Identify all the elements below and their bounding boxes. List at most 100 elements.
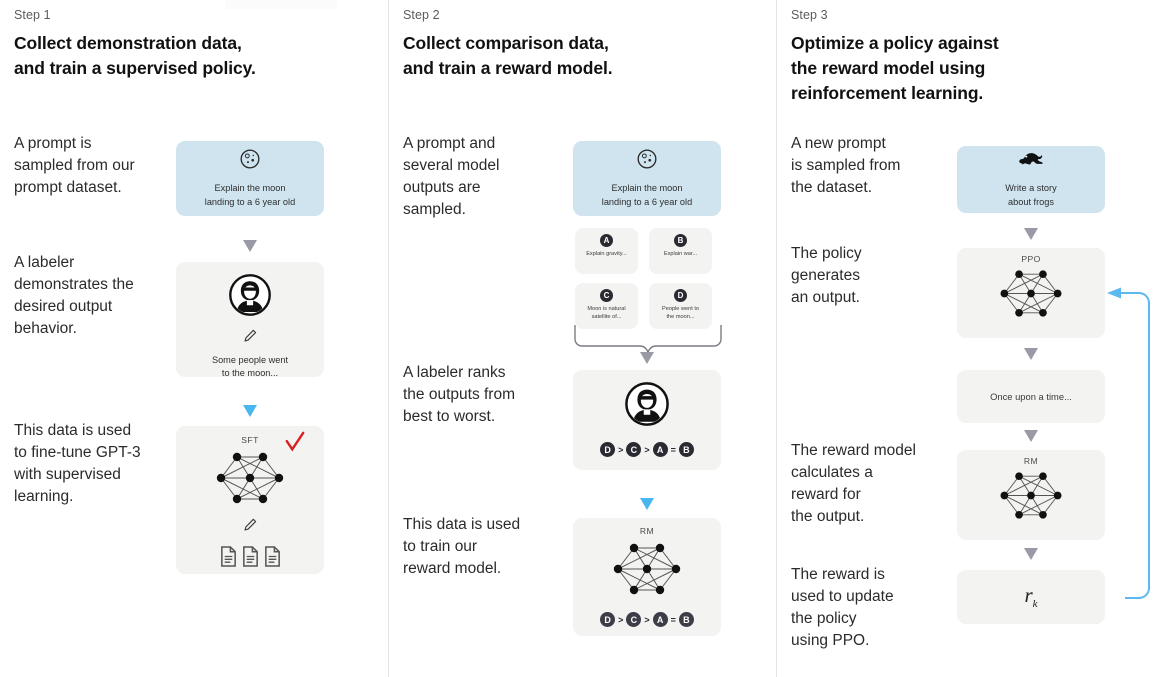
step-3-output-card[interactable]: Once upon a time...: [957, 370, 1105, 423]
step-3-arrow-1: [1024, 228, 1038, 240]
step-3-prompt-card[interactable]: Write a story about frogs: [957, 146, 1105, 213]
step-3-caption-4: The reward is used to update the policy …: [791, 566, 894, 649]
option-letter-d: D: [674, 289, 687, 302]
rm-rank-rel-2: >: [644, 614, 650, 625]
step-2-title: Collect comparison data, and train a rew…: [403, 31, 758, 81]
option-card-b[interactable]: B Explain war...: [649, 228, 712, 274]
step-3-ppo-card[interactable]: PPO: [957, 248, 1105, 338]
option-letter-a: A: [600, 234, 613, 247]
step-3-caption-2: The policy generates an output.: [791, 245, 862, 306]
rank-item-4: B: [678, 442, 694, 457]
step-2-prompt-line1: Explain the moon: [611, 183, 683, 194]
rank-rel-2: >: [644, 444, 650, 455]
step-1-labeler-line1: Some people went: [211, 355, 289, 365]
step-2-rm-ranking-sequence: D > C > A = B: [600, 612, 694, 627]
neural-network-icon: [997, 265, 1065, 327]
step-2-title-line2: and train a reward model.: [403, 57, 613, 78]
step-1-title-line2: and train a supervised policy.: [14, 57, 256, 78]
rm-rank-rel-1: >: [618, 614, 624, 625]
option-text-b: Explain war...: [663, 251, 698, 257]
step-2-ranking-sequence: D > C > A = B: [600, 442, 694, 457]
step-3-arrow-3: [1024, 430, 1038, 442]
rank-item-2: C: [626, 442, 642, 457]
frog-icon: [1017, 150, 1045, 175]
option-letter-b: B: [674, 234, 687, 247]
reward-symbol-sub: k: [1032, 598, 1038, 611]
step-3-arrow-4: [1024, 548, 1038, 560]
step-2-arrow-2: [640, 498, 654, 510]
step-2-prompt-card[interactable]: Explain the moon landing to a 6 year old: [573, 141, 721, 216]
rank-item-1: D: [600, 442, 616, 457]
step-2-caption-3: This data is used to train our reward mo…: [403, 516, 521, 577]
step-3-arrow-2: [1024, 348, 1038, 360]
step-1-title-line1: Collect demonstration data,: [14, 33, 242, 53]
step-3-title: Optimize a policy against the reward mod…: [791, 31, 1146, 106]
step-2-column: Step 2 Collect comparison data, and trai…: [388, 0, 776, 677]
step-3-title-line1: Optimize a policy against: [791, 33, 999, 53]
step-2-caption-1: A prompt and several model outputs are s…: [403, 135, 500, 218]
step-1-sft-card[interactable]: SFT: [176, 426, 324, 574]
step-3-rm-label: RM: [1023, 456, 1039, 466]
top-artifact: [225, 0, 337, 9]
rm-rank-item-3: A: [652, 612, 668, 627]
step-2-rm-card[interactable]: RM: [573, 518, 721, 636]
reward-symbol: rk: [1024, 583, 1037, 610]
step-1-labeler-line2: to the moon...: [221, 368, 279, 379]
step-1-title: Collect demonstration data, and train a …: [14, 31, 370, 81]
pencil-icon: [242, 328, 258, 349]
option-card-a[interactable]: A Explain gravity...: [575, 228, 638, 274]
labeler-avatar-icon: [228, 273, 272, 322]
step-1-prompt-line1: Explain the moon: [214, 183, 286, 194]
step-2-rm-label: RM: [639, 526, 655, 536]
rank-item-3: A: [652, 442, 668, 457]
step-1-caption-3: This data is used to fine-tune GPT-3 wit…: [14, 422, 141, 505]
option-card-c[interactable]: C Moon is natural satellite of...: [575, 283, 638, 329]
option-card-d[interactable]: D People went to the moon...: [649, 283, 712, 329]
step-3-prompt-line2: about frogs: [1008, 196, 1054, 207]
step-1-prompt-line2: landing to a 6 year old: [204, 196, 296, 207]
step-2-arrow-1: [640, 352, 654, 364]
neural-network-icon: [610, 538, 684, 605]
step-3-column: Step 3 Optimize a policy against the rew…: [776, 0, 1164, 677]
step-3-output-text: Once upon a time...: [990, 391, 1072, 402]
step-2-caption-2: A labeler ranks the outputs from best to…: [403, 364, 516, 425]
step-1-labeler-card[interactable]: Some people went to the moon...: [176, 262, 324, 379]
moon-icon: [239, 148, 261, 175]
step-3-rm-card[interactable]: RM: [957, 450, 1105, 540]
step-2-output-options: A Explain gravity... B Explain war... C …: [575, 228, 712, 329]
neural-network-icon: [997, 467, 1065, 529]
option-text-a: Explain gravity...: [586, 251, 627, 257]
step-2-ranking-card[interactable]: D > C > A = B: [573, 370, 721, 470]
step-3-caption-3: The reward model calculates a reward for…: [791, 442, 916, 525]
feedback-loop-arrow: [1103, 286, 1161, 609]
rm-rank-rel-3: =: [670, 614, 676, 625]
step-1-caption-1: A prompt is sampled from our prompt data…: [14, 135, 135, 196]
step-1-caption-2: A labeler demonstrates the desired outpu…: [14, 254, 134, 337]
step-2-kicker: Step 2: [403, 8, 440, 22]
option-text-c: Moon is natural satellite of...: [587, 306, 626, 320]
option-text-d: People went to the moon...: [661, 306, 699, 320]
step-3-reward-card[interactable]: rk: [957, 570, 1105, 624]
step-3-prompt-line1: Write a story: [1005, 183, 1057, 194]
moon-icon: [636, 148, 658, 175]
rank-rel-3: =: [670, 444, 676, 455]
labeler-avatar-icon: [624, 381, 670, 432]
neural-network-icon: [213, 447, 287, 514]
rm-rank-item-1: D: [600, 612, 616, 627]
rm-rank-item-2: C: [626, 612, 642, 627]
option-letter-c: C: [600, 289, 613, 302]
step-1-sft-label: SFT: [241, 435, 259, 445]
documents-icon: [219, 545, 282, 568]
step-1-arrow-2: [243, 405, 257, 417]
step-2-prompt-line2: landing to a 6 year old: [601, 196, 693, 207]
step-1-column: Step 1 Collect demonstration data, and t…: [0, 0, 388, 677]
step-3-title-line2: the reward model using: [791, 57, 986, 78]
red-check-icon: [284, 430, 306, 459]
step-3-ppo-label: PPO: [1021, 254, 1041, 264]
rank-rel-1: >: [618, 444, 624, 455]
step-1-prompt-card[interactable]: Explain the moon landing to a 6 year old: [176, 141, 324, 216]
rm-rank-item-4: B: [678, 612, 694, 627]
step-3-caption-1: A new prompt is sampled from the dataset…: [791, 135, 901, 196]
step-2-title-line1: Collect comparison data,: [403, 33, 609, 53]
